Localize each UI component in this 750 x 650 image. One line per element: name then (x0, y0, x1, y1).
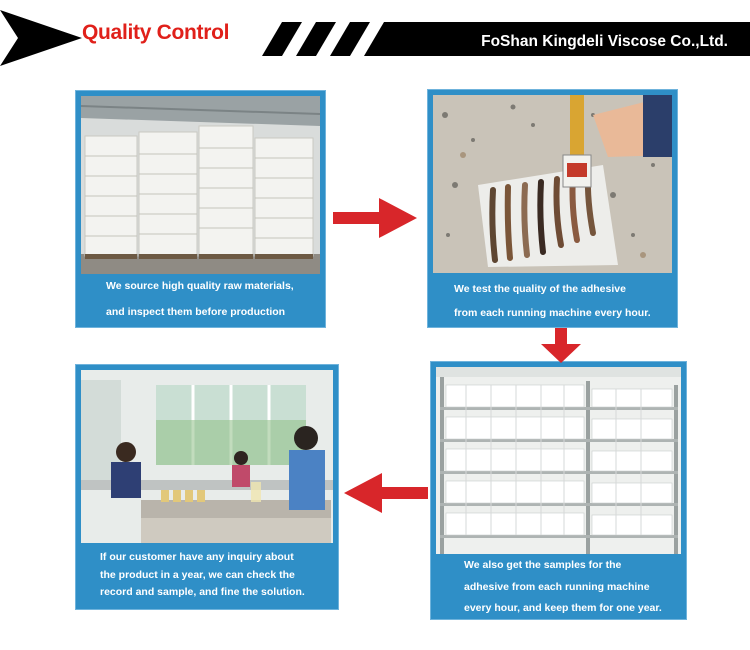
laboratory-illustration (81, 370, 333, 543)
sample-shelves-illustration (436, 367, 681, 554)
page-title: Quality Control (82, 21, 230, 44)
warehouse-photo (81, 96, 320, 274)
caption-line: adhesive from each running machine (464, 580, 650, 593)
header-band (364, 22, 750, 56)
stripe-1 (262, 22, 302, 56)
caption-line: and inspect them before production (106, 305, 286, 318)
company-name: FoShan Kingdeli Viscose Co.,Ltd. (481, 33, 728, 50)
caption-line: If our customer have any inquiry about (100, 551, 294, 563)
arrow-right-icon (333, 198, 417, 238)
header-banner: Quality Control FoShan Kingdeli Viscose … (0, 0, 750, 70)
caption-line: every hour, and keep them for one year. (464, 602, 662, 615)
caption-line: We source high quality raw materials, (106, 280, 294, 292)
step-caption: We source high quality raw materials, an… (75, 280, 326, 331)
caption-line: record and sample, and fine the solution… (100, 586, 305, 599)
laboratory-photo (81, 370, 333, 543)
adhesive-test-illustration (433, 95, 672, 273)
sample-shelves-photo (436, 367, 681, 554)
step-card-sample-storage: We also get the samples for the adhesive… (430, 361, 687, 620)
caption-line: We test the quality of the adhesive (454, 283, 626, 295)
adhesive-test-photo (433, 95, 672, 273)
stripe-2 (296, 22, 336, 56)
step-caption: We also get the samples for the adhesive… (430, 559, 687, 624)
step-card-laboratory: If our customer have any inquiry about t… (75, 364, 339, 610)
caption-line: the product in a year, we can check the (100, 568, 295, 581)
caption-line: We also get the samples for the (464, 559, 622, 571)
step-caption: If our customer have any inquiry about t… (75, 551, 339, 604)
arrow-left-icon (344, 473, 428, 513)
step-card-adhesive-test: We test the quality of the adhesive from… (427, 89, 678, 328)
warehouse-illustration (81, 96, 320, 274)
caption-line: from each running machine every hour. (454, 306, 651, 319)
chevron-left-icon (0, 10, 82, 66)
arrow-down-icon (541, 328, 581, 363)
stripe-3 (330, 22, 370, 56)
step-caption: We test the quality of the adhesive from… (427, 283, 678, 330)
header-graphic (0, 10, 750, 66)
step-card-raw-materials: We source high quality raw materials, an… (75, 90, 326, 328)
